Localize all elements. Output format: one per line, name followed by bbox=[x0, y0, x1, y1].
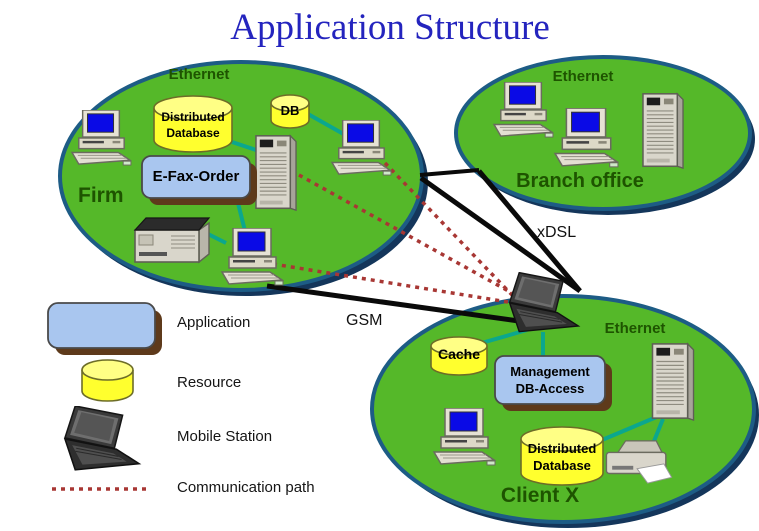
client-management-db-access-application-box bbox=[494, 355, 612, 411]
legend-communication-path-label: Communication path bbox=[177, 479, 315, 496]
client-management-line1: Management bbox=[510, 364, 590, 379]
firm-distributed-database-cylinder-icon bbox=[153, 95, 233, 153]
firm-mobile-xdsl-link-line bbox=[419, 175, 582, 294]
firm-distributed-database-line1: Distributed bbox=[161, 110, 225, 124]
client-distributed-database-cylinder-icon bbox=[520, 426, 604, 486]
firm-db-label: DB bbox=[280, 103, 300, 118]
client-management-db-access-label: Management DB-Access bbox=[495, 363, 605, 397]
legend-resource-cylinder-icon bbox=[81, 359, 134, 402]
client-distributed-database-label: Distributed Database bbox=[521, 440, 603, 474]
client-distributed-database-line1: Distributed bbox=[527, 441, 597, 456]
firm-db-cylinder-icon bbox=[270, 94, 310, 129]
client-ethernet-label: Ethernet bbox=[604, 320, 666, 337]
firm-branch-link-line bbox=[419, 168, 480, 177]
client-cache-label: Cache bbox=[437, 346, 481, 362]
legend-mobile-station-laptop-icon bbox=[64, 406, 140, 471]
branch-server-tower-icon bbox=[642, 93, 684, 169]
client-x-name-label: Client X bbox=[500, 484, 580, 507]
xdsl-link-label: xDSL bbox=[537, 224, 577, 241]
firm-e-fax-order-label: E-Fax-Order bbox=[152, 168, 240, 185]
communication-path-line-2 bbox=[383, 161, 515, 298]
legend-application-symbol bbox=[47, 302, 162, 355]
gsm-link-line bbox=[266, 283, 520, 324]
firm-distributed-database-label: Distributed Database bbox=[154, 109, 232, 141]
branch-mobile-xdsl-link-line bbox=[477, 169, 582, 293]
page-title: Application Structure bbox=[230, 7, 550, 48]
client-cache-cylinder-icon bbox=[430, 336, 488, 376]
firm-ethernet-label: Ethernet bbox=[168, 66, 230, 83]
ethernet-link-server-distdb bbox=[601, 414, 660, 442]
gsm-link-label: GSM bbox=[346, 312, 383, 329]
client-management-line2: DB-Access bbox=[515, 381, 585, 396]
firm-server-tower-icon bbox=[255, 135, 297, 211]
branch-ethernet-label: Ethernet bbox=[552, 68, 614, 85]
communication-path-line-3 bbox=[272, 262, 509, 304]
legend-mobile-station-label: Mobile Station bbox=[177, 428, 273, 445]
ethernet-link-db-desktop bbox=[307, 112, 348, 138]
client-server-tower-icon bbox=[651, 343, 695, 421]
client-distributed-database-line2: Database bbox=[533, 458, 591, 473]
legend-resource-label: Resource bbox=[177, 374, 242, 391]
firm-e-fax-order-application-box bbox=[141, 155, 257, 205]
branch-office-name-label: Branch office bbox=[516, 170, 644, 192]
firm-copier-icon bbox=[134, 217, 210, 263]
firm-distributed-database-line2: Database bbox=[166, 126, 220, 140]
firm-name-label: Firm bbox=[78, 184, 124, 207]
legend-application-label: Application bbox=[177, 314, 251, 331]
